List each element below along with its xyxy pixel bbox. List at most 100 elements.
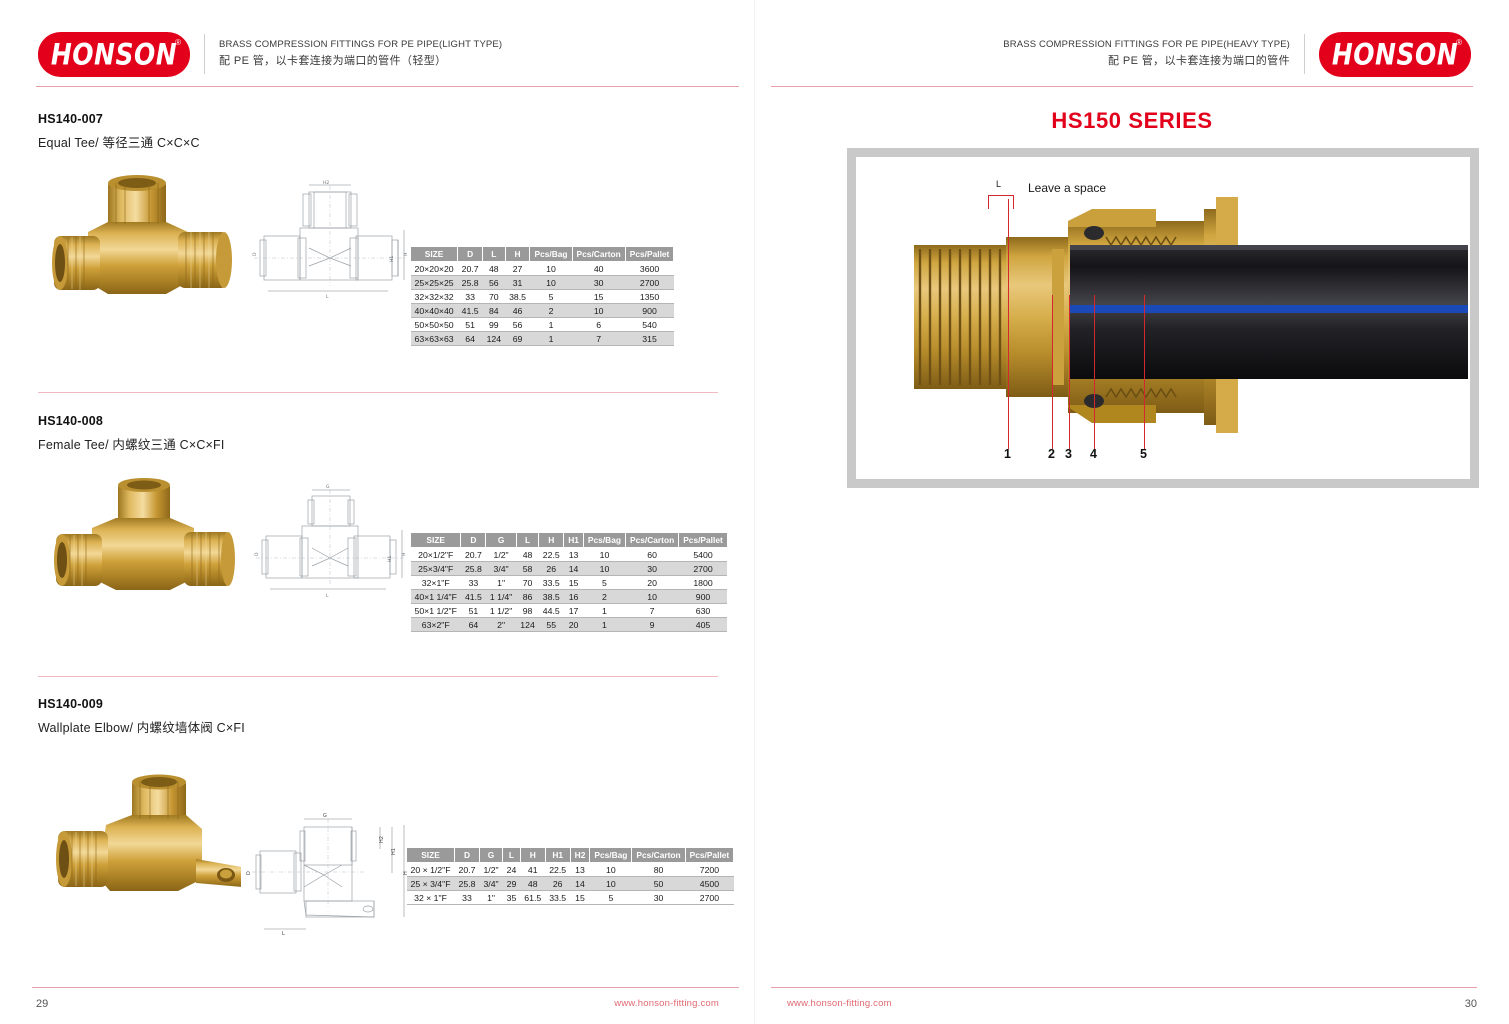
cell: 2700 [699,892,720,903]
cell: 3/4" [483,878,499,889]
cell: 80 [653,864,664,875]
cell: 20 [647,577,657,588]
th-pcs-bag: Pcs/Bag [529,246,573,262]
header-subtitle-cn: 配 PE 管，以卡套连接为端口的管件 [1108,54,1290,67]
technical-drawing-female-tee: G L H H1 D [254,484,407,599]
cell: 1800 [693,577,713,588]
cell: 26 [546,563,557,574]
page-gutter [754,0,755,1024]
cell: 5400 [693,549,713,560]
product-photo-equal-tee [52,175,232,294]
callout-4: 4 [1090,447,1097,461]
product-block-hs140-007: HS140-007 Equal Tee/ 等径三通 C×C×C [38,112,728,151]
th-h: H [519,847,546,863]
spec-table-wrap-hs140-009: SIZE D G L H H1 H2 Pcs/Bag Pcs/Carton Pc… [405,847,735,905]
cell: 64 [465,333,475,344]
svg-text:H: H [403,871,409,875]
cell: 1/2" [493,549,509,560]
cell: 10 [606,864,616,875]
cell: 124 [486,333,502,344]
website-right[interactable]: www.honson-fitting.com [787,998,892,1009]
cell: 38.5 [509,291,526,302]
product-body-hs140-009: G L H H1 H2 D SIZE D G L H H1 H2 [38,759,735,949]
th-d: D [457,246,484,262]
cell: 1 [548,333,554,344]
cell: 20 [568,619,579,630]
cell: 84 [488,305,499,316]
cell: 70 [488,291,499,302]
spec-table-hs140-009: SIZE D G L H H1 H2 Pcs/Bag Pcs/Carton Pc… [405,847,735,905]
cell: 63×2"F [421,619,450,630]
cell: 32×1"F [421,577,450,588]
footer-rule-left [32,987,739,988]
cell: 61.5 [524,892,542,903]
cell: 15 [568,577,579,588]
product-code: HS140-009 [38,697,104,711]
cell: 10 [599,549,610,560]
cell: 315 [642,333,657,344]
cell: 20.7 [464,549,482,560]
cell: 2700 [639,277,660,288]
cell: 33.5 [549,892,567,903]
table-row: 32 × 1"F 33 1" 35 61.5 33.5 15 5 30 2700 [406,890,734,905]
table-row: 20×1/2"F 20.7 1/2" 48 22.5 13 10 60 5400 [410,547,728,562]
cell: 41 [527,864,538,875]
cell: 40 [593,263,604,274]
cell: 31 [512,277,523,288]
th-pcs-carton: Pcs/Carton [631,847,686,863]
page-number-right: 30 [1464,998,1477,1010]
cell: 46 [512,305,523,316]
cell: 1 1/2" [489,605,513,616]
cell: 69 [512,333,523,344]
cell: 2 [602,591,607,602]
cell: 900 [642,305,657,316]
cell: 32×32×32 [414,291,454,302]
cell: 50×1 1/2"F [414,605,457,616]
cell: 20×20×20 [414,263,454,274]
cell: 20.7 [458,864,476,875]
product-name: Equal Tee/ 等径三通 C×C×C [38,136,200,150]
cell: 16 [568,591,579,602]
cell: 124 [520,619,535,630]
cell: 1 1/4" [489,591,513,602]
cell: 56 [488,277,499,288]
th-pcs-bag: Pcs/Bag [582,532,626,548]
cell: 7200 [699,864,720,875]
table-row: 40×40×40 41.5 84 46 2 10 900 [410,303,674,318]
cell: 5 [602,577,607,588]
callout-5: 5 [1140,447,1147,461]
header-subtitle-en: BRASS COMPRESSION FITTINGS FOR PE PIPE(L… [219,39,503,51]
cell: 33 [468,577,479,588]
cell: 1" [497,577,506,588]
cell: 24 [506,864,517,875]
cell: 41.5 [461,305,479,316]
cell: 2700 [693,563,713,574]
cell: 25.8 [464,563,482,574]
leader-line-4 [1094,295,1095,449]
cell: 5 [608,892,614,903]
th-g: G [485,532,517,548]
product-name: Wallplate Elbow/ 内螺纹墙体阀 C×FI [38,721,245,735]
cell: 14 [575,878,585,889]
cell: 3/4" [493,563,509,574]
left-page-header: HONSON ® BRASS COMPRESSION FITTINGS FOR … [38,28,502,80]
spec-table-hs140-007: SIZE D L H Pcs/Bag Pcs/Carton Pcs/Pallet… [409,246,675,346]
cell: 3600 [639,263,660,274]
th-l: L [502,847,521,863]
spec-table-wrap-hs140-007: SIZE D L H Pcs/Bag Pcs/Carton Pcs/Pallet… [409,246,675,346]
cell: 26 [552,878,563,889]
product-body-hs140-007: H2 L H H1 D SIZE D L H Pcs/Bag Pcs/Carto… [38,174,728,364]
th-size: SIZE [405,847,456,863]
table-row: 63×2"F 64 2" 124 55 20 1 9 405 [410,617,728,632]
cell: 1350 [639,291,660,302]
left-page: HONSON ® BRASS COMPRESSION FITTINGS FOR … [32,28,739,1010]
table-row: 20×20×20 20.7 48 27 10 40 3600 [410,261,674,276]
cell: 33.5 [542,577,560,588]
product-block-hs140-009: HS140-009 Wallplate Elbow/ 内螺纹墙体阀 C×FI [38,697,728,736]
cell: 35 [506,892,517,903]
th-d: D [460,532,487,548]
th-h2: H2 [569,847,591,863]
table-row: 63×63×63 64 124 69 1 7 315 [410,331,674,346]
website-left[interactable]: www.honson-fitting.com [614,998,719,1009]
cell: 48 [527,878,538,889]
